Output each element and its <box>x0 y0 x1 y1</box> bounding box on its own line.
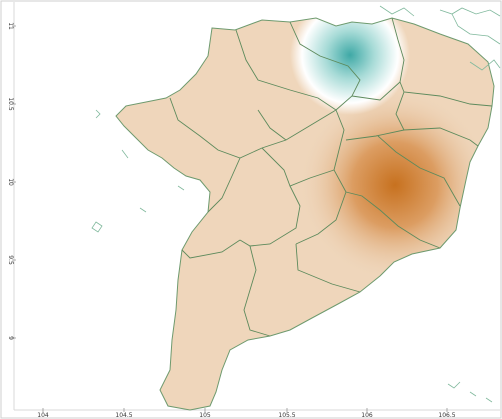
border-line <box>243 245 271 337</box>
border-line <box>395 91 479 147</box>
x-tick-label: 106.5 <box>438 412 455 419</box>
border-line <box>207 157 241 213</box>
x-tick-label: 105 <box>199 412 211 419</box>
border-line <box>235 29 337 111</box>
border-line <box>391 17 493 107</box>
border-line <box>377 135 461 207</box>
border-line <box>345 129 405 141</box>
x-tick-label: 105.5 <box>278 412 295 419</box>
neighbor-coastline <box>91 5 501 403</box>
x-ticks <box>42 408 448 412</box>
border-line <box>345 191 441 249</box>
y-tick-label: 9.5 <box>7 255 14 265</box>
border-line <box>257 109 287 141</box>
y-tick-label: 10 <box>7 178 14 186</box>
border-line <box>351 81 401 101</box>
border-line <box>295 243 361 293</box>
border-line <box>239 185 301 247</box>
x-tick-label: 106 <box>361 412 373 419</box>
y-tick-label: 11 <box>7 22 14 30</box>
province-borders <box>169 17 493 337</box>
border-line <box>295 191 347 245</box>
y-tick-label: 10.5 <box>7 97 14 111</box>
x-tick-label: 104.5 <box>115 412 132 419</box>
y-ticks <box>12 25 16 339</box>
border-line <box>181 239 241 259</box>
x-tick-label: 104 <box>37 412 49 419</box>
y-tick-label: 9 <box>7 336 14 340</box>
border-line <box>333 109 347 193</box>
